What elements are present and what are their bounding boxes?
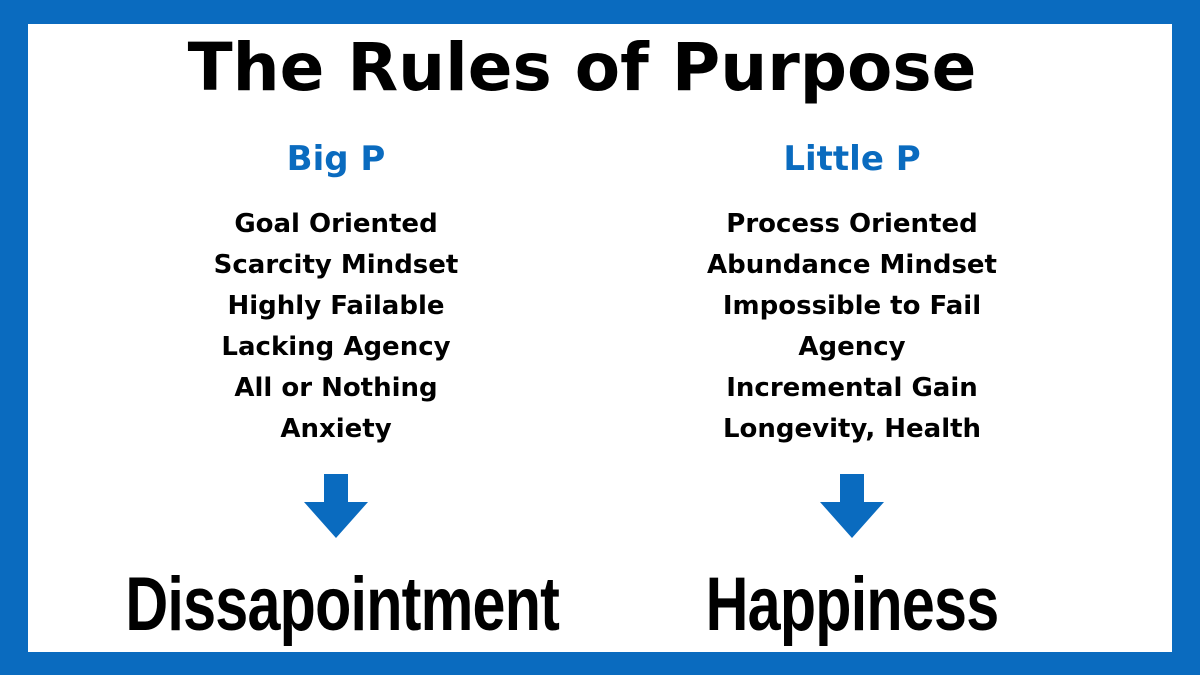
outcome-label: Happiness [705, 562, 1000, 647]
arrow-down-icon [820, 474, 884, 538]
arrow-down-icon [304, 474, 368, 538]
trait-item: Agency [798, 332, 906, 362]
trait-item: Abundance Mindset [707, 250, 997, 280]
outcome-label: Dissapointment [125, 562, 560, 647]
trait-item: Process Oriented [726, 209, 978, 239]
trait-list: Goal Oriented Scarcity Mindset Highly Fa… [106, 204, 566, 450]
column-heading: Big P [286, 139, 386, 179]
trait-list: Process Oriented Abundance Mindset Impos… [622, 204, 1082, 450]
trait-item: Incremental Gain [726, 373, 978, 403]
page-title: The Rules of Purpose [187, 29, 977, 106]
trait-item: Impossible to Fail [722, 291, 982, 321]
trait-item: Anxiety [280, 414, 392, 444]
trait-item: Highly Failable [227, 291, 445, 321]
trait-item: Goal Oriented [234, 209, 438, 239]
trait-item: Lacking Agency [221, 332, 451, 362]
column-heading: Little P [783, 139, 921, 179]
trait-item: Scarcity Mindset [213, 250, 459, 280]
trait-item: Longevity, Health [722, 414, 982, 444]
trait-item: All or Nothing [234, 373, 438, 403]
content-panel [28, 24, 1172, 652]
column-little-p: Little P Process Oriented Abundance Mind… [622, 0, 1082, 675]
column-big-p: Big P Goal Oriented Scarcity Mindset Hig… [106, 0, 566, 675]
